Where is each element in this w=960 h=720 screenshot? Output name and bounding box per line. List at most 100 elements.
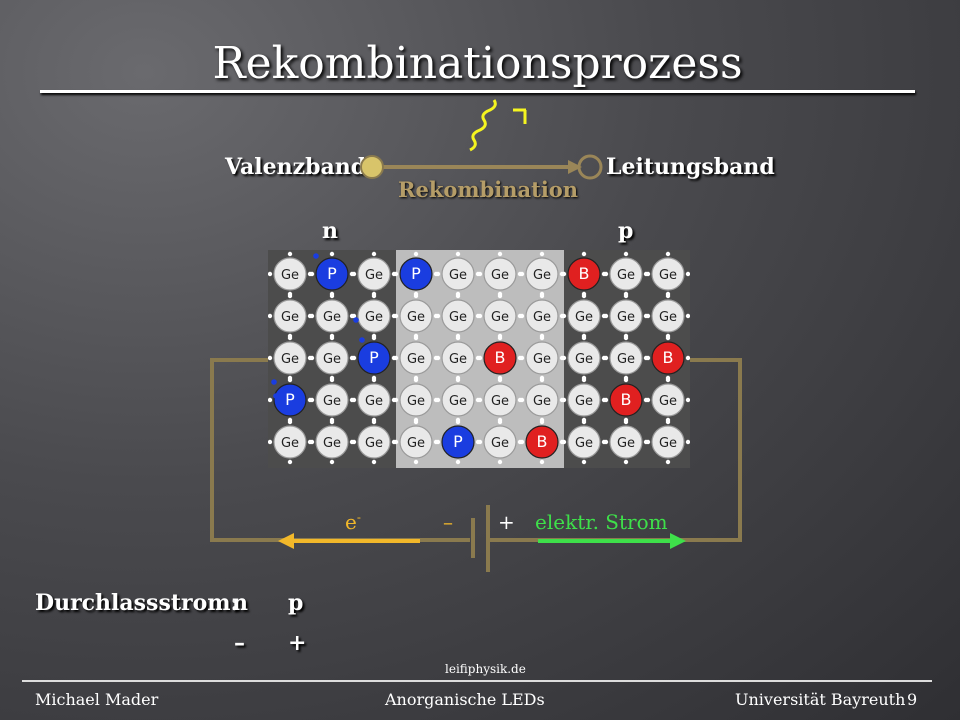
bond-electron [287, 251, 293, 257]
atom-ge: Ge [519, 377, 565, 423]
bond-electron [645, 313, 651, 319]
atom-circle [525, 341, 559, 375]
bond-electron [561, 397, 567, 403]
atom-ge: Ge [435, 377, 481, 423]
bond-electron [435, 355, 441, 361]
atom-symbol: B [621, 390, 632, 409]
bond-electron [581, 335, 587, 341]
atom-circle [567, 383, 601, 417]
atom-circle [273, 383, 307, 417]
bond-electron [435, 313, 441, 319]
atom-symbol: Ge [659, 394, 677, 409]
bond-electron [603, 271, 609, 277]
bond-electron [268, 439, 273, 445]
atom-ge: Ge [435, 293, 481, 339]
atom-circle [399, 299, 433, 333]
atom-ge: Ge [268, 419, 313, 465]
bond-electron [371, 459, 377, 465]
footer-author: Michael Mader [35, 690, 159, 709]
bond-electron [413, 293, 419, 299]
atom-ge: Ge [561, 293, 607, 339]
conduction-band-label: Leitungsband [606, 154, 775, 180]
bond-electron [665, 293, 671, 299]
free-electron [359, 337, 365, 343]
bond-electron [645, 355, 651, 361]
bond-electron [665, 459, 671, 465]
atom-b: B [477, 335, 523, 381]
atom-ge: Ge [477, 293, 523, 339]
bond-electron [645, 397, 651, 403]
bond-electron [268, 355, 273, 361]
atom-ge: Ge [645, 251, 690, 297]
atom-symbol: Ge [617, 352, 635, 367]
bond-electron [497, 293, 503, 299]
bond-electron [603, 397, 609, 403]
atom-circle [567, 341, 601, 375]
atom-circle [441, 425, 475, 459]
atom-ge: Ge [435, 251, 481, 297]
atom-ge: Ge [268, 335, 313, 381]
recombination-arrowhead [568, 160, 582, 174]
atom-symbol: P [453, 432, 463, 451]
bond-electron [351, 439, 357, 445]
atom-symbol: B [663, 348, 674, 367]
bond-electron [393, 355, 399, 361]
atom-circle [651, 299, 685, 333]
n-region-label: n [322, 218, 338, 244]
bond-electron [351, 313, 357, 319]
bond-electron [477, 397, 483, 403]
atom-symbol: Ge [323, 310, 341, 325]
bond-electron [581, 293, 587, 299]
atom-circle [273, 425, 307, 459]
atom-symbol: Ge [407, 352, 425, 367]
current-label: elektr. Strom [535, 510, 668, 534]
bond-electron [309, 439, 315, 445]
bond-electron [287, 335, 293, 341]
bond-electron [455, 251, 461, 257]
atom-ge: Ge [393, 419, 439, 465]
atom-circle [315, 341, 349, 375]
bond-electron [371, 419, 377, 425]
atom-circle [651, 425, 685, 459]
bond-electron [371, 377, 377, 383]
atom-circle [525, 425, 559, 459]
bond-electron [519, 439, 525, 445]
atom-symbol: P [285, 390, 295, 409]
atom-circle [567, 425, 601, 459]
bond-electron [581, 419, 587, 425]
atom-circle [357, 299, 391, 333]
atom-symbol: Ge [533, 310, 551, 325]
atom-circle [273, 299, 307, 333]
atom-circle [609, 257, 643, 291]
atom-symbol: Ge [659, 436, 677, 451]
free-electron [313, 253, 319, 259]
atom-circle [525, 257, 559, 291]
atom-ge: Ge [309, 293, 355, 339]
atom-circle [357, 257, 391, 291]
bond-electron [685, 271, 690, 277]
free-electron [353, 317, 359, 323]
bond-electron [519, 271, 525, 277]
atom-circle [357, 341, 391, 375]
atom-ge: Ge [519, 335, 565, 381]
bond-electron [413, 419, 419, 425]
atom-symbol: Ge [281, 268, 299, 283]
atom-ge: Ge [351, 377, 397, 423]
bond-electron [435, 271, 441, 277]
bond-electron [287, 293, 293, 299]
atom-symbol: Ge [449, 268, 467, 283]
p-region-label: p [618, 218, 634, 244]
atom-circle [483, 425, 517, 459]
atom-symbol: Ge [365, 394, 383, 409]
atom-ge: Ge [645, 419, 690, 465]
bond-electron [268, 397, 273, 403]
bond-electron [268, 313, 273, 319]
bond-electron [497, 459, 503, 465]
atom-symbol: B [495, 348, 506, 367]
atom-symbol: Ge [281, 352, 299, 367]
bond-electron [413, 251, 419, 257]
bond-electron [329, 419, 335, 425]
atom-b: B [603, 377, 649, 423]
bond-electron [519, 397, 525, 403]
band-diagram [360, 99, 603, 180]
